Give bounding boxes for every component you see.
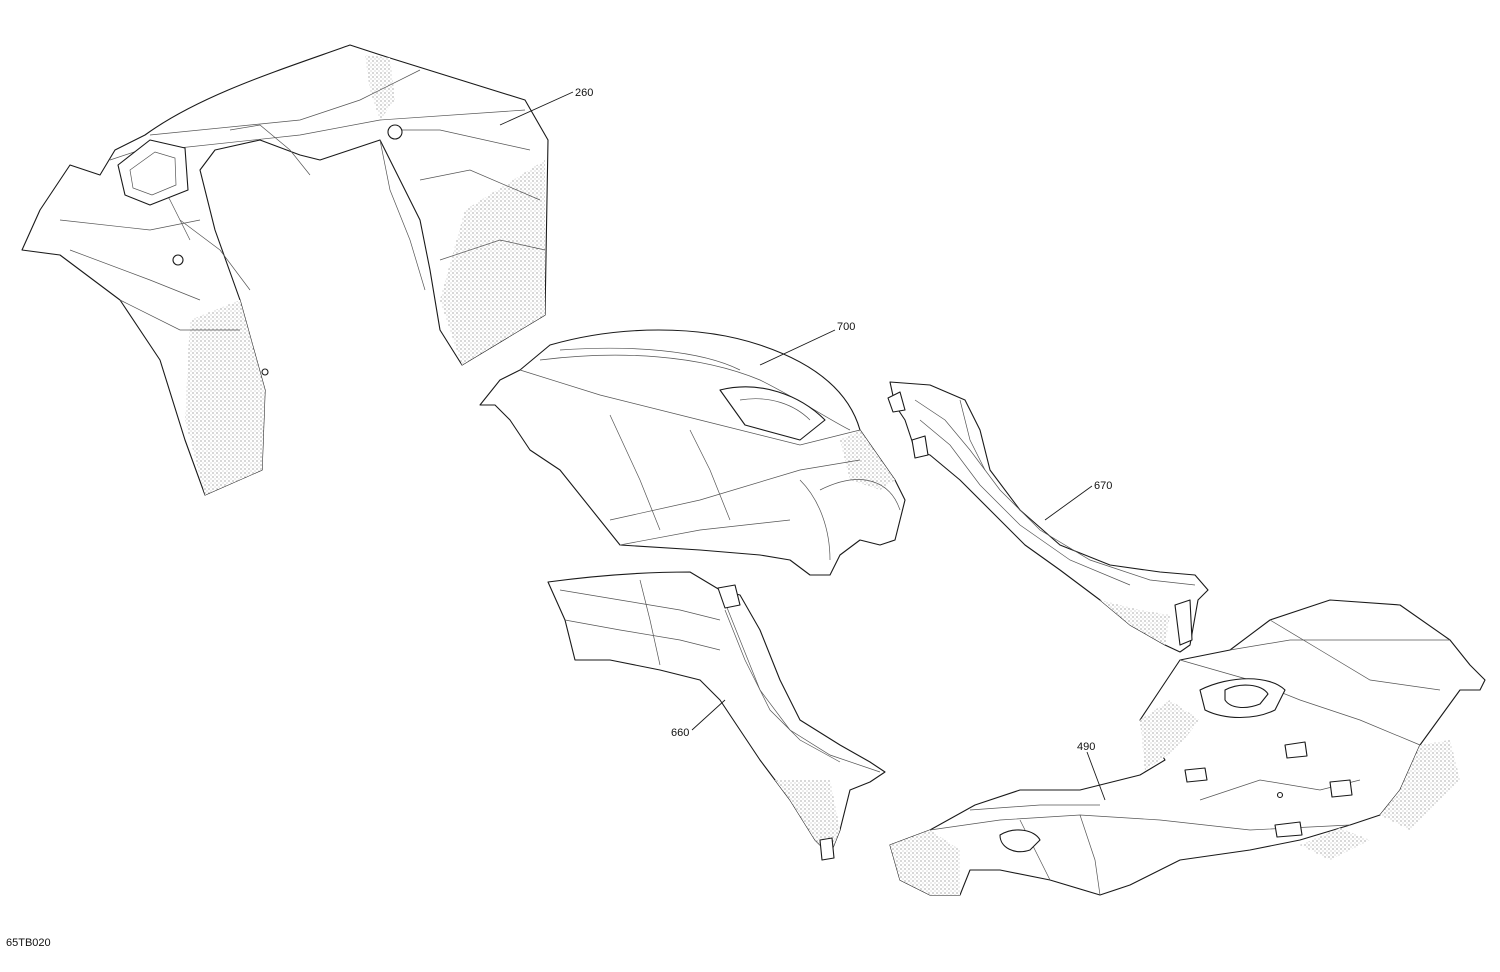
callout-260: 260 xyxy=(575,87,593,99)
part-670-side-trim xyxy=(887,381,1209,653)
part-260-front-panel xyxy=(21,44,549,496)
leader-260 xyxy=(499,91,574,126)
part-490-rear-body xyxy=(889,599,1486,896)
part-660-side-trim xyxy=(547,571,886,861)
callout-leaders xyxy=(499,91,1106,801)
leader-490 xyxy=(1086,751,1106,801)
callout-490: 490 xyxy=(1077,741,1095,753)
part-700-center-cowl xyxy=(479,329,906,576)
callout-660: 660 xyxy=(671,727,689,739)
leader-670 xyxy=(1044,485,1093,521)
callout-700: 700 xyxy=(837,321,855,333)
callout-670: 670 xyxy=(1094,480,1112,492)
leader-660 xyxy=(691,699,726,731)
reference-code: 65TB020 xyxy=(6,937,51,949)
leader-700 xyxy=(759,329,836,366)
